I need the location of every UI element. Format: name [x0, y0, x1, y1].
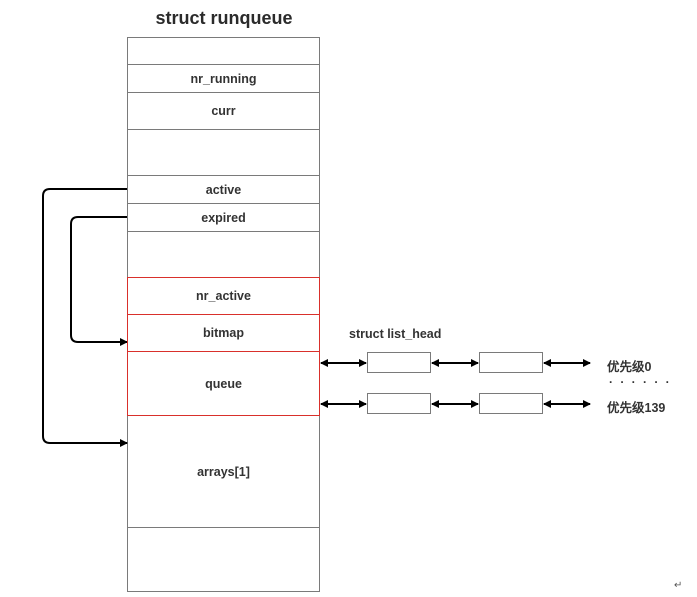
priority-label-139: 优先级139 — [607, 401, 666, 415]
prio-array-field-nr-active: nr_active — [127, 277, 320, 315]
list-node-row0-b — [479, 352, 543, 373]
paragraph-mark-icon: ↵ — [674, 580, 683, 591]
active-pointer-arrow — [42, 188, 128, 447]
list-head-label: struct list_head — [349, 327, 442, 341]
runqueue-field-arrays1: arrays[1] — [127, 415, 320, 528]
runqueue-field-curr: curr — [127, 92, 320, 130]
list-node-row139-b — [479, 393, 543, 414]
runqueue-field-expired: expired — [127, 203, 320, 232]
runqueue-cell-blank-bottom — [127, 527, 320, 592]
list-node-row139-a — [367, 393, 431, 414]
runqueue-cell-blank-lower — [127, 231, 320, 278]
expired-pointer-arrow — [70, 216, 128, 346]
priority-label-0: 优先级0 — [607, 360, 652, 374]
prio-array-field-bitmap: bitmap — [127, 314, 320, 352]
priority-ellipsis: · · · · · · — [609, 375, 672, 389]
diagram-title: struct runqueue — [155, 8, 293, 28]
list-node-row0-a — [367, 352, 431, 373]
prio-array-field-queue: queue — [127, 351, 320, 416]
